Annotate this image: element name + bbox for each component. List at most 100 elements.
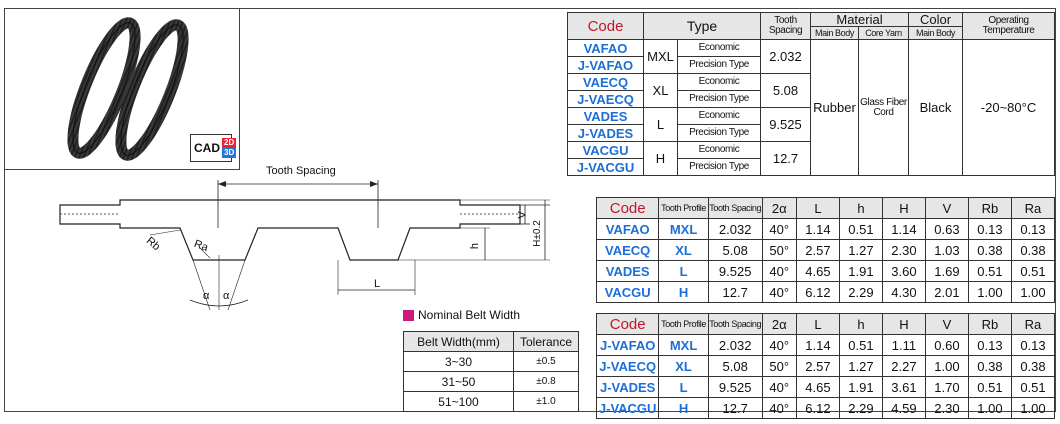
belt-width-cell: 3~30 [403,351,514,372]
code-cell[interactable]: J-VAECQ [567,90,644,108]
h-dim-label: h [469,242,482,250]
l-dim-label: L [374,278,381,290]
core-yarn-header: Core Yarn [858,26,909,40]
spec-header-6: H [881,197,926,219]
belt-width-table: Belt Width(mm) Tolerance 3~30±0.5 31~50±… [403,331,579,412]
grade-cell: Precision Type [677,124,761,142]
product-type-table: Code Type Tooth Spacing Material Color O… [567,12,1055,176]
cad-3d-label: 3D [222,148,237,158]
spec-cell: 0.51 [1010,260,1056,282]
spec-cell: 4.30 [881,281,926,303]
spec-cell: 1.91 [838,260,883,282]
spec-cell: 0.38 [1010,355,1056,377]
spec-cell: 4.59 [881,397,926,419]
spec-header-1: Tooth Profile [658,313,709,335]
spec-cell: 5.08 [707,355,763,377]
spec-cell: 1.27 [838,355,883,377]
spec-cell: 1.00 [967,281,1012,303]
code-cell[interactable]: J-VACGU [595,397,660,419]
grade-cell: Economic [677,39,761,57]
code-cell[interactable]: VACGU [595,281,660,303]
tooth-profile-cell: XL [658,239,709,261]
spec-cell: 1.14 [881,218,926,240]
spec-cell: 50° [761,355,797,377]
code-cell[interactable]: VAFAO [567,39,644,57]
spec-cell: 0.51 [1010,376,1056,398]
spec-header-9: Ra [1010,197,1056,219]
main-body-header: Main Body [810,26,859,40]
spec-cell: 2.29 [838,281,883,303]
spec-cell: 2.032 [707,218,763,240]
code-cell[interactable]: J-VACGU [567,158,644,176]
spec-header-8: Rb [967,313,1012,335]
spec-cell: 0.13 [967,334,1012,356]
spacing-cell: 12.7 [760,141,811,176]
spec-header-7: V [924,313,969,335]
color-header: Color [908,12,963,27]
cad-badge[interactable]: CAD 2D 3D [190,134,237,162]
main-body-cell: Rubber [810,39,859,176]
belt-photo-image [67,17,189,161]
tooth-profile-cell: H [658,281,709,303]
spec-cell: 40° [761,376,797,398]
nominal-belt-width-title: Nominal Belt Width [403,308,520,322]
spec-cell: 1.00 [924,355,969,377]
spec-cell: 3.60 [881,260,926,282]
h-total-dim-label: H±0.2 [531,220,543,247]
code-cell[interactable]: VADES [595,260,660,282]
spec-cell: 2.032 [707,334,763,356]
spec-cell: 1.00 [967,397,1012,419]
code-cell[interactable]: J-VAFAO [567,56,644,74]
spec-cell: 1.69 [924,260,969,282]
grade-cell: Precision Type [677,158,761,176]
cad-2d-label: 2D [222,138,237,148]
grade-cell: Precision Type [677,56,761,74]
product-photo-panel [4,8,240,170]
code-cell[interactable]: J-VADES [595,376,660,398]
spec-cell: 1.00 [1010,281,1056,303]
alpha-left-label: α [203,290,210,302]
magenta-square-icon [403,309,414,321]
spec-cell: 12.7 [707,397,763,419]
spec-header-1: Tooth Profile [658,197,709,219]
code-cell[interactable]: VAECQ [567,73,644,91]
spec-cell: 40° [761,281,797,303]
code-cell[interactable]: VAFAO [595,218,660,240]
spec-cell: 1.00 [1010,397,1056,419]
operating-temperature-header: Operating Temperature [962,12,1055,40]
spec-cell: 0.51 [967,260,1012,282]
tooth-profile-cell: H [658,397,709,419]
code-header: Code [567,12,644,40]
code-cell[interactable]: VACGU [567,141,644,159]
grade-cell: Precision Type [677,90,761,108]
spec-cell: 2.30 [881,239,926,261]
code-cell[interactable]: J-VAFAO [595,334,660,356]
type-cell: MXL [643,39,678,74]
tooth-profile-cell: L [658,260,709,282]
spec-header-4: L [795,313,840,335]
code-cell[interactable]: VAECQ [595,239,660,261]
type-cell: H [643,141,678,176]
spec-cell: 6.12 [795,397,840,419]
belt-width-cell: 31~50 [403,371,514,392]
belt-width-header: Belt Width(mm) [403,331,514,352]
spec-cell: 2.29 [838,397,883,419]
spec-header-5: h [838,197,883,219]
code-cell[interactable]: J-VADES [567,124,644,142]
belt-width-cell: 51~100 [403,391,514,412]
grade-cell: Economic [677,73,761,91]
spec-cell: 0.38 [967,355,1012,377]
grade-cell: Economic [677,141,761,159]
spec-cell: 2.01 [924,281,969,303]
spec-cell: 2.30 [924,397,969,419]
code-cell[interactable]: VADES [567,107,644,125]
code-cell[interactable]: J-VAECQ [595,355,660,377]
cad-label: CAD [194,141,220,155]
